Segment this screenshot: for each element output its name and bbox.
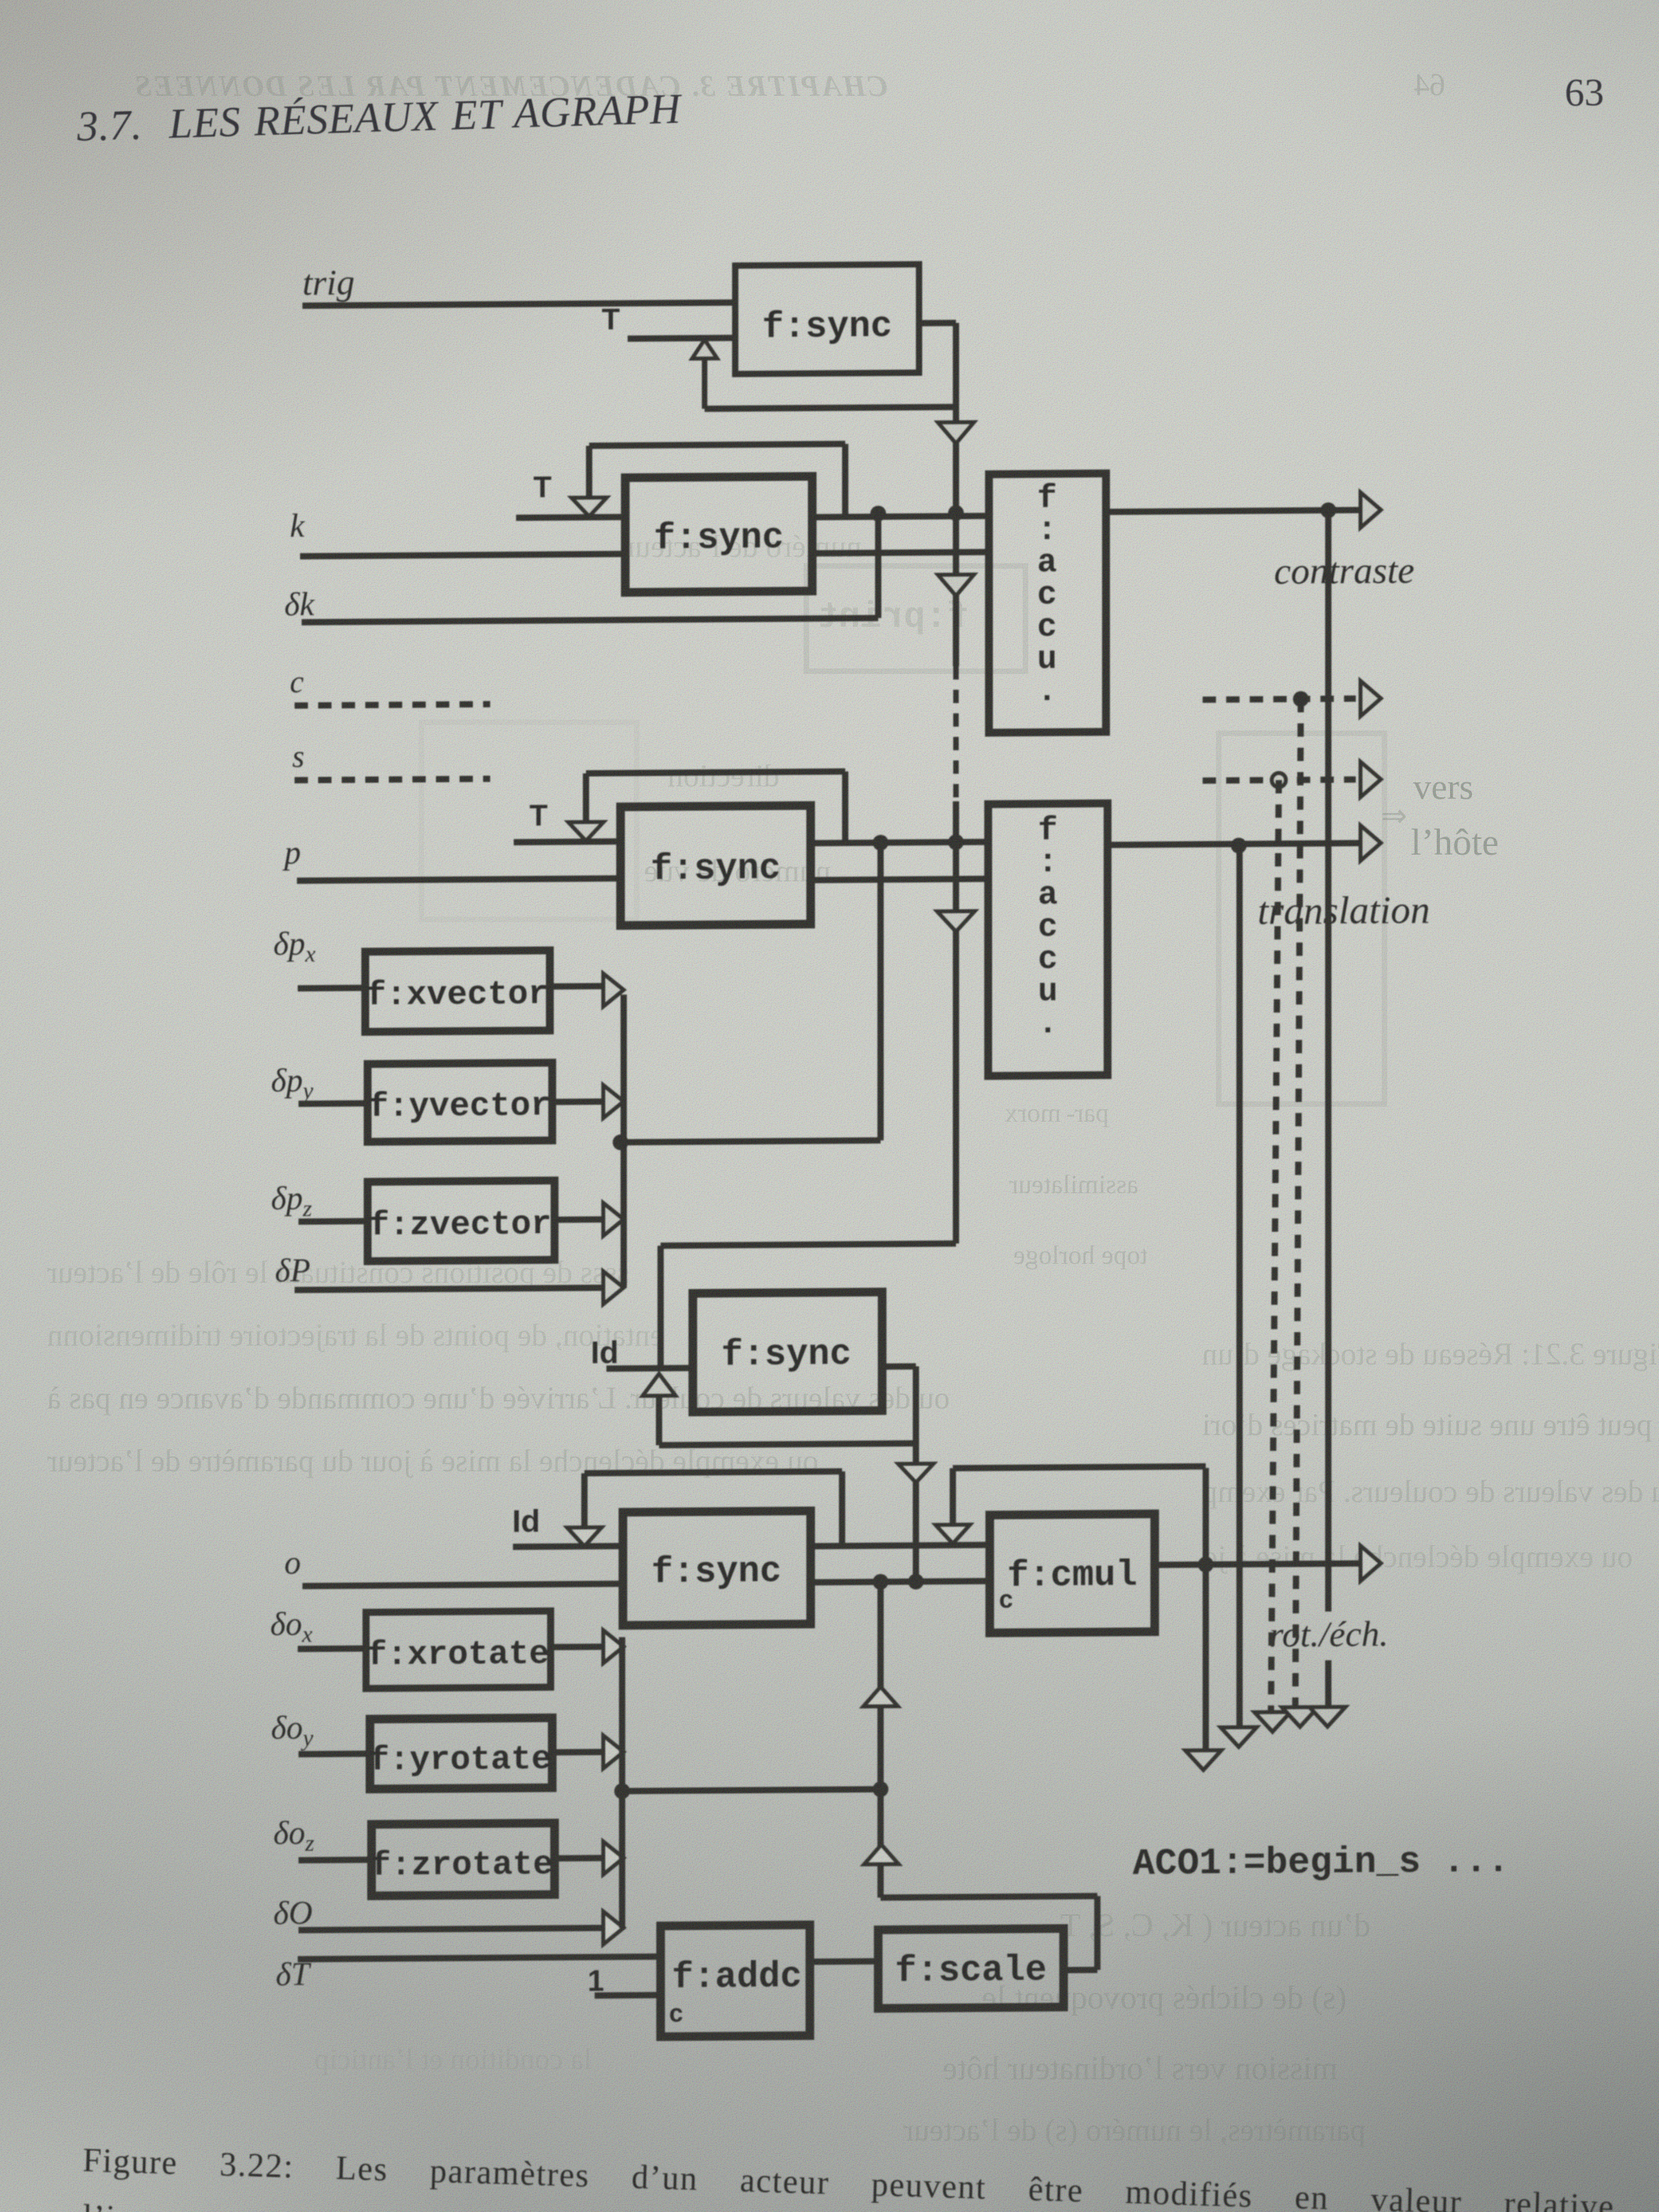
svg-text:c: c <box>998 1587 1013 1616</box>
svg-text:f:sync: f:sync <box>721 1334 851 1375</box>
svg-text:δP: δP <box>275 1253 310 1289</box>
svg-text:T: T <box>533 471 551 504</box>
svg-text:δpx: δpx <box>273 926 317 967</box>
svg-text:δk: δk <box>284 587 316 623</box>
svg-text:f:xrotate: f:xrotate <box>367 1635 549 1675</box>
svg-text:k: k <box>290 508 306 544</box>
svg-text:f:sync: f:sync <box>762 306 892 348</box>
svg-text:f:addc: f:addc <box>672 1957 802 1998</box>
svg-text:f:sync: f:sync <box>650 848 781 890</box>
svg-text:T: T <box>602 303 620 336</box>
svg-text:o: o <box>284 1545 301 1581</box>
svg-text:f:xvector: f:xvector <box>366 975 548 1015</box>
svg-text:p: p <box>282 835 301 871</box>
svg-text:f:zrotate: f:zrotate <box>371 1845 553 1885</box>
svg-text:ACO1:=begin_s ...: ACO1:=begin_s ... <box>1133 1841 1509 1886</box>
svg-text:f:sync: f:sync <box>651 1551 782 1593</box>
svg-text:f:yvector: f:yvector <box>368 1086 551 1126</box>
svg-text:δpz: δpz <box>271 1181 313 1221</box>
svg-text:contraste: contraste <box>1274 550 1415 592</box>
svg-text:trig: trig <box>302 262 354 302</box>
svg-text:.: . <box>1037 672 1057 710</box>
svg-text:Id: Id <box>512 1504 540 1539</box>
svg-text:s: s <box>292 738 305 774</box>
svg-text:Id: Id <box>591 1335 619 1370</box>
svg-text:rot./éch.: rot./éch. <box>1269 1613 1389 1654</box>
svg-text:δpy: δpy <box>271 1063 314 1104</box>
svg-text:δO: δO <box>273 1895 313 1932</box>
svg-text:T: T <box>529 800 548 833</box>
svg-text:.: . <box>1038 1005 1057 1042</box>
svg-text:f:zvector: f:zvector <box>369 1205 551 1245</box>
svg-text:f:yrotate: f:yrotate <box>369 1740 551 1780</box>
svg-text:δoy: δoy <box>271 1710 314 1751</box>
svg-text:f:cmul: f:cmul <box>1007 1555 1137 1596</box>
svg-text:δox: δox <box>270 1606 313 1647</box>
svg-text:f:scale: f:scale <box>895 1950 1046 1991</box>
svg-text:δoz: δoz <box>273 1815 315 1856</box>
svg-text:c: c <box>290 664 304 699</box>
svg-text:translation: translation <box>1258 888 1430 933</box>
svg-text:c: c <box>668 2001 683 2030</box>
svg-text:f:sync: f:sync <box>654 518 784 559</box>
